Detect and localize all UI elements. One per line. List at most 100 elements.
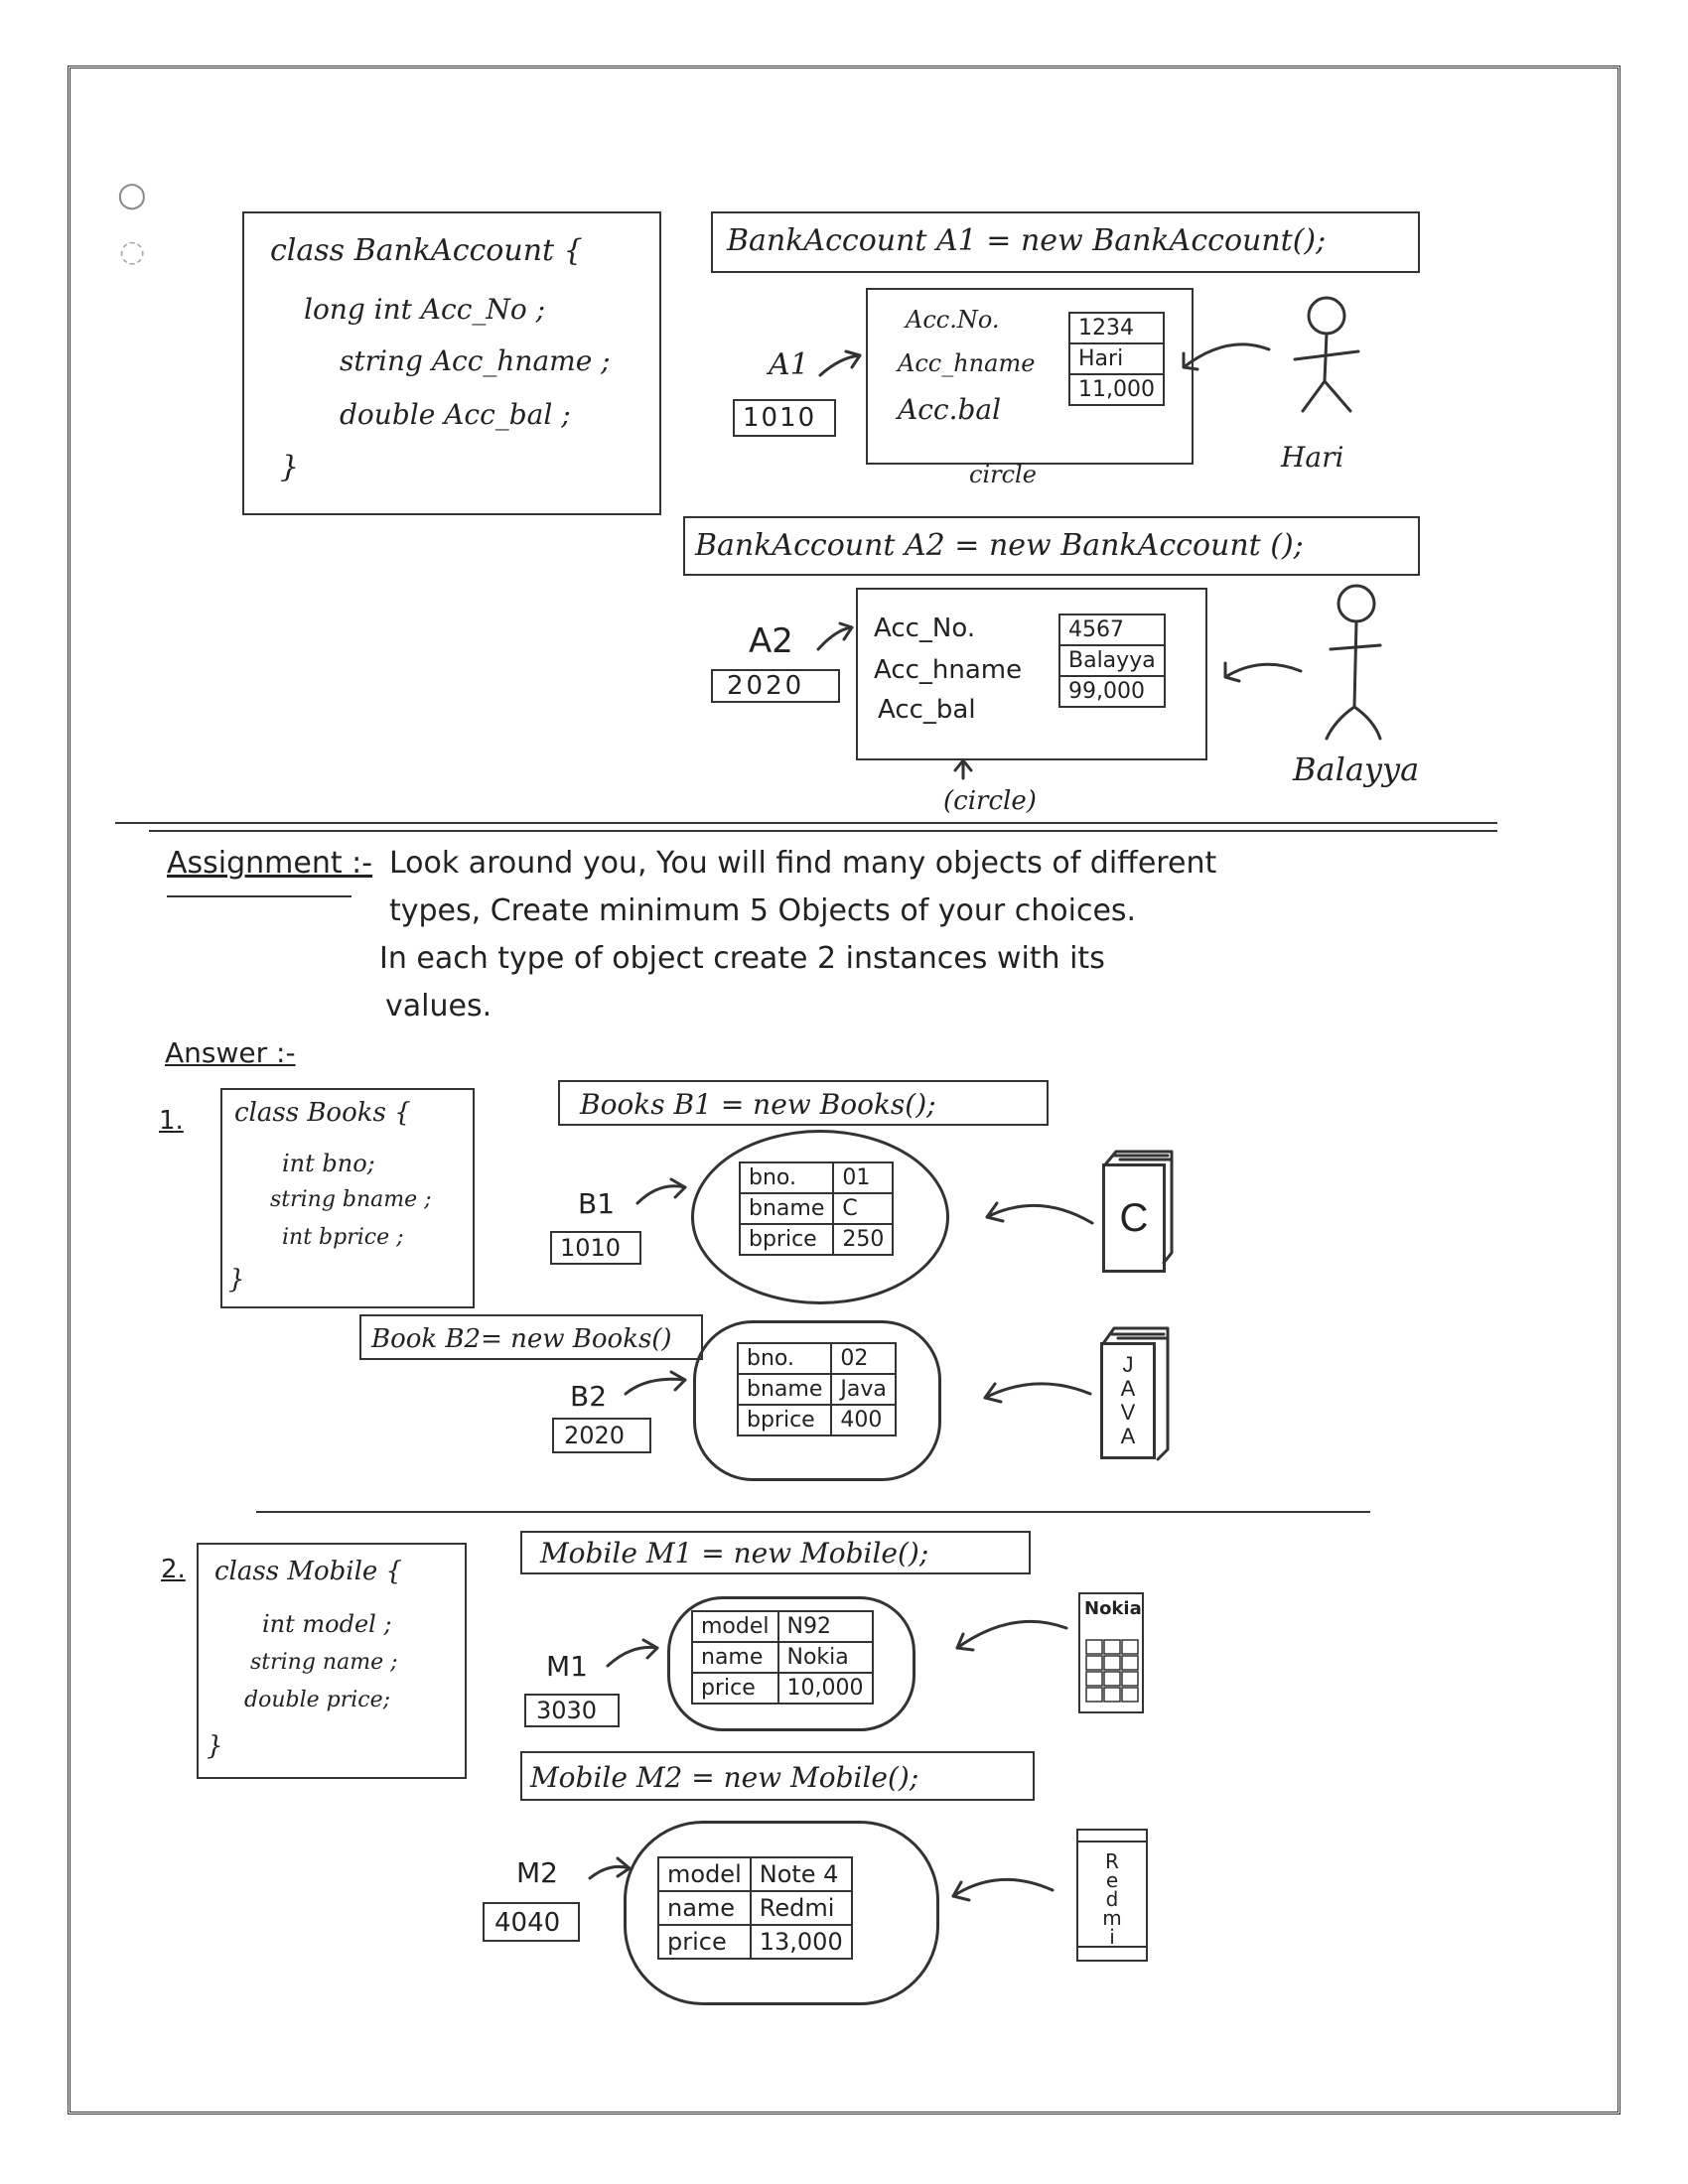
table-cell: 250: [832, 1223, 895, 1256]
assignment-underline: [167, 895, 352, 897]
table-cell: Note 4: [749, 1856, 853, 1892]
field-label: Acc_No.: [874, 614, 976, 643]
b1-address-box: 1010: [550, 1231, 641, 1265]
a1-values-table: 1234 Hari 11,000: [1068, 312, 1165, 406]
b2-object-circle: [693, 1320, 941, 1481]
table-cell: 13,000: [749, 1924, 853, 1960]
b2-address-box: 2020: [552, 1418, 651, 1453]
a2-caption: (circle): [943, 786, 1037, 816]
m1-ref-label: M1: [546, 1650, 588, 1683]
a2-person-label: Balayya: [1293, 751, 1420, 788]
class-line: double Acc_bal ;: [340, 398, 571, 431]
book-letter: J: [1122, 1352, 1134, 1377]
hole-punch-mark: ◌: [119, 234, 146, 269]
m2-declaration-box: Mobile M2 = new Mobile();: [520, 1751, 1035, 1801]
b1-ref-label: B1: [578, 1187, 616, 1220]
class-line: int model ;: [262, 1610, 392, 1638]
mobile-class-box: class Mobile { int model ; string name ;…: [197, 1543, 467, 1779]
table-cell: bname: [738, 1192, 835, 1225]
assignment-label: Assignment :-: [167, 846, 373, 881]
b1-object-circle: [691, 1130, 949, 1304]
a2-ref-label: A2: [749, 621, 793, 661]
assignment-line: In each type of object create 2 instance…: [379, 941, 1105, 976]
a2-declaration: BankAccount A2 = new BankAccount ();: [695, 528, 1304, 563]
class-line: class Mobile {: [214, 1557, 403, 1586]
phone-letter: i: [1109, 1925, 1115, 1949]
phone-bottom-bar: [1078, 1946, 1146, 1948]
book-letter: A: [1120, 1424, 1136, 1448]
a2-address: 2020: [727, 671, 805, 701]
b1-declaration: Books B1 = new Books();: [580, 1088, 936, 1121]
a2-object-box: Acc_No. Acc_hname Acc_bal 4567 Balayya 9…: [856, 588, 1207, 760]
table-cell: C: [832, 1192, 895, 1225]
table-cell: 01: [832, 1161, 895, 1194]
hole-punch-mark: ○: [117, 175, 147, 214]
field-value: 1234: [1068, 312, 1165, 344]
field-value: 99,000: [1058, 675, 1166, 708]
phone-letter: e: [1105, 1868, 1119, 1892]
m2-declaration: Mobile M2 = new Mobile();: [530, 1761, 919, 1794]
b2-declaration: Book B2= new Books(): [371, 1324, 672, 1354]
b2-declaration-box: Book B2= new Books(): [359, 1314, 703, 1360]
assignment-line: types, Create minimum 5 Objects of your …: [389, 893, 1137, 928]
class-line: }: [228, 1265, 245, 1295]
section-divider: [256, 1511, 1370, 1513]
assignment-line: values.: [385, 989, 492, 1024]
a1-object-box: Acc.No. Acc_hname Acc.bal 1234 Hari 11,0…: [866, 288, 1194, 465]
b2-address: 2020: [564, 1422, 626, 1449]
class-line: }: [280, 450, 300, 484]
field-label: Acc_bal: [878, 695, 976, 725]
nokia-phone-icon: Nokia: [1078, 1592, 1144, 1713]
m2-object-circle: [624, 1821, 939, 2005]
a2-declaration-box: BankAccount A2 = new BankAccount ();: [683, 516, 1420, 576]
phone-top-bar: [1078, 1841, 1146, 1843]
m1-declaration-box: Mobile M1 = new Mobile();: [520, 1531, 1031, 1574]
item-number: 1.: [159, 1106, 184, 1136]
field-value: Balayya: [1058, 644, 1166, 677]
phone-letter: d: [1105, 1887, 1119, 1911]
class-line: int bno;: [282, 1150, 375, 1177]
m2-address-box: 4040: [483, 1902, 580, 1942]
a2-address-box: 2020: [711, 669, 840, 703]
m1-address-box: 3030: [524, 1694, 620, 1727]
table-cell: 400: [830, 1404, 897, 1436]
class-line: }: [207, 1731, 223, 1761]
b1-address: 1010: [560, 1234, 622, 1262]
table-cell: bno.: [738, 1161, 835, 1194]
table-row: bno.01: [738, 1161, 895, 1194]
table-row: bno.02: [736, 1342, 897, 1375]
table-cell: bprice: [736, 1404, 833, 1436]
table-cell: Java: [830, 1373, 897, 1406]
field-label: Acc.bal: [898, 393, 1002, 426]
table-cell: bprice: [738, 1223, 835, 1256]
book-letter: A: [1120, 1376, 1136, 1401]
class-line: class BankAccount {: [270, 233, 583, 268]
a1-person-label: Hari: [1281, 441, 1344, 474]
a1-address-box: 1010: [733, 399, 836, 437]
table-cell: model: [691, 1610, 779, 1643]
bankaccount-class-box: class BankAccount { long int Acc_No ; st…: [242, 211, 661, 515]
m1-object-circle: [667, 1596, 915, 1731]
class-line: string name ;: [250, 1650, 398, 1675]
table-cell: Nokia: [776, 1641, 874, 1674]
phone-letter: m: [1102, 1906, 1122, 1930]
table-cell: price: [691, 1672, 779, 1705]
java-book-icon: J A V A: [1100, 1342, 1156, 1459]
m1-declaration: Mobile M1 = new Mobile();: [540, 1537, 929, 1570]
keypad-icon: [1085, 1639, 1139, 1703]
m1-address: 3030: [536, 1697, 598, 1724]
field-label: Acc_hname: [874, 655, 1023, 685]
class-line: long int Acc_No ;: [304, 293, 546, 326]
table-cell: bno.: [736, 1342, 833, 1375]
answer-label: Answer :-: [165, 1036, 296, 1069]
a1-declaration: BankAccount A1 = new BankAccount();: [727, 223, 1327, 258]
table-cell: name: [691, 1641, 779, 1674]
